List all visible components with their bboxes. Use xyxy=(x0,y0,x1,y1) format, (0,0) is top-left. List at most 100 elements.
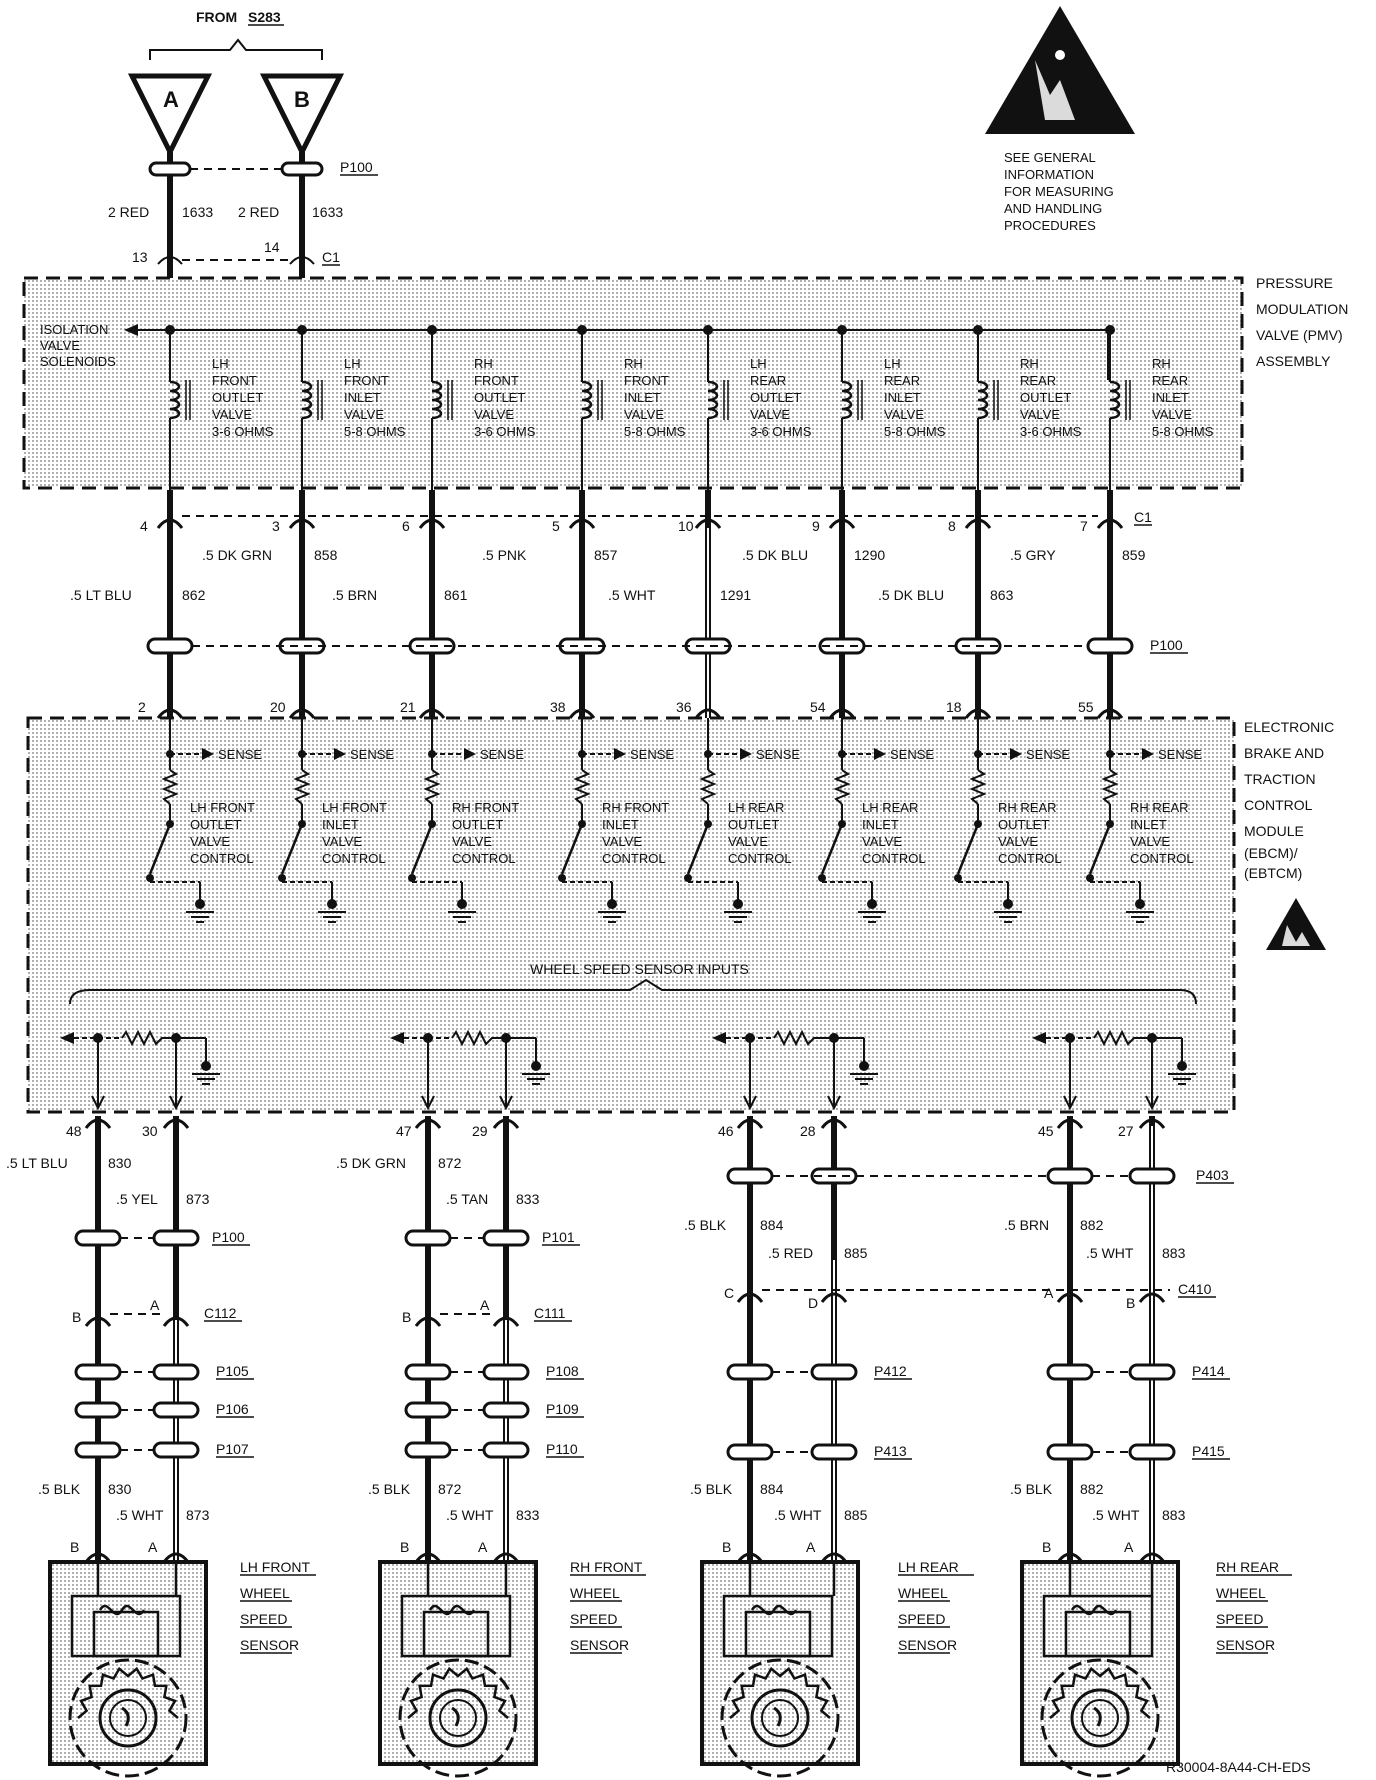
switch-icon xyxy=(1088,823,1112,875)
connector-label: C111 xyxy=(534,1305,566,1321)
circuit-7: 8 xyxy=(948,490,992,718)
c1-pin: 4 xyxy=(140,518,148,534)
wss-pin: 45 xyxy=(1038,1123,1054,1139)
c1-pin: 9 xyxy=(812,518,820,534)
solenoid-coil-icon xyxy=(431,380,443,420)
sensor-name: RH FRONT xyxy=(570,1559,643,1575)
from-label: FROM xyxy=(196,9,237,25)
connector-label: P101 xyxy=(542,1229,575,1245)
sense-label: SENSE xyxy=(1026,747,1070,762)
sensor-name: WHEEL xyxy=(898,1585,948,1601)
valve-label: 3-6 OHMS xyxy=(750,424,812,439)
ebcm-pin: 54 xyxy=(810,699,826,715)
sensor-name: SPEED xyxy=(570,1611,617,1627)
wire-gauge: .5 WHT xyxy=(608,587,656,603)
valve-label: OUTLET xyxy=(1020,390,1071,405)
valve-label: LH xyxy=(884,356,901,371)
control-label: LH REAR xyxy=(862,800,918,815)
sense-arrow-icon xyxy=(740,748,752,760)
control-label: INLET xyxy=(322,817,359,832)
wss-inputs-brace: WHEEL SPEED SENSOR INPUTS xyxy=(69,961,1197,1005)
sense-label: SENSE xyxy=(350,747,394,762)
wss-input-3 xyxy=(712,1029,878,1111)
sense-arrow-icon xyxy=(1142,748,1154,760)
connector-label: P105 xyxy=(216,1363,249,1379)
inline-pin: A xyxy=(150,1297,160,1313)
circuit-6: 9 xyxy=(812,490,856,718)
connector-label: P109 xyxy=(546,1401,579,1417)
control-label: INLET xyxy=(602,817,639,832)
sensor-name: SENSOR xyxy=(1216,1637,1275,1653)
wire-gauge: .5 LT BLU xyxy=(70,587,132,603)
sensor-name: SPEED xyxy=(1216,1611,1263,1627)
svg-text:PRESSURE: PRESSURE xyxy=(1256,275,1333,291)
valve-label: INLET xyxy=(1152,390,1189,405)
sensor-name: LH FRONT xyxy=(240,1559,310,1575)
resistor-icon xyxy=(699,769,717,805)
valve-label: RH xyxy=(1020,356,1039,371)
control-label: LH REAR xyxy=(728,800,784,815)
svg-text:BRAKE AND: BRAKE AND xyxy=(1244,745,1324,761)
connector-label: C410 xyxy=(1178,1281,1212,1297)
valve-label: RH xyxy=(474,356,493,371)
valve-label: REAR xyxy=(884,373,920,388)
sensor-pin: B xyxy=(722,1539,731,1555)
resistor-icon xyxy=(161,769,179,805)
sensor-name: WHEEL xyxy=(240,1585,290,1601)
sense-label: SENSE xyxy=(1158,747,1202,762)
valve-label: FRONT xyxy=(344,373,389,388)
sensor-pin: B xyxy=(400,1539,409,1555)
sensor-name: SENSOR xyxy=(570,1637,629,1653)
c1-bottom-label: C1 xyxy=(1134,509,1152,525)
arrow-left-icon xyxy=(712,1032,726,1044)
sensor-pin: A xyxy=(148,1539,158,1555)
wire-gauge: .5 BLK xyxy=(684,1217,727,1233)
valve-label: INLET xyxy=(344,390,381,405)
svg-text:C1: C1 xyxy=(322,249,340,265)
connector-label: P414 xyxy=(1192,1363,1225,1379)
c1-pin: 6 xyxy=(402,518,410,534)
wire-circuit: 884 xyxy=(760,1217,784,1233)
wss-input-4 xyxy=(1032,1029,1196,1111)
wire-circuit: 882 xyxy=(1080,1217,1104,1233)
inline-pin: C xyxy=(724,1285,734,1301)
c1-pin: 7 xyxy=(1080,518,1088,534)
valve-label: REAR xyxy=(750,373,786,388)
wire-circuit: 1291 xyxy=(720,587,751,603)
solenoid-coil-icon xyxy=(169,380,181,420)
resistor-icon xyxy=(451,1029,506,1047)
sense-label: SENSE xyxy=(756,747,800,762)
valve-label: FRONT xyxy=(212,373,257,388)
wire-gauge: .5 BLK xyxy=(368,1481,411,1497)
sense-label: SENSE xyxy=(218,747,262,762)
connector-label: P403 xyxy=(1196,1167,1229,1183)
wire-gauge: .5 PNK xyxy=(482,547,527,563)
control-label: CONTROL xyxy=(728,851,792,866)
wire-gauge: .5 BRN xyxy=(1004,1217,1049,1233)
sensor-name: SPEED xyxy=(240,1611,287,1627)
sensor-pin: A xyxy=(806,1539,816,1555)
wire-gauge: .5 DK BLU xyxy=(742,547,808,563)
svg-text:FOR MEASURING: FOR MEASURING xyxy=(1004,184,1114,199)
control-label: VALVE xyxy=(862,834,902,849)
control-label: VALVE xyxy=(998,834,1038,849)
control-label: CONTROL xyxy=(998,851,1062,866)
control-label: RH REAR xyxy=(1130,800,1189,815)
svg-text:B: B xyxy=(294,87,310,112)
sensor-name: WHEEL xyxy=(570,1585,620,1601)
wire-circuit: 872 xyxy=(438,1481,462,1497)
svg-text:1633: 1633 xyxy=(312,204,343,220)
valve-label: INLET xyxy=(884,390,921,405)
valve-label: OUTLET xyxy=(212,390,263,405)
valve-label: REAR xyxy=(1152,373,1188,388)
wire-circuit: 1290 xyxy=(854,547,885,563)
